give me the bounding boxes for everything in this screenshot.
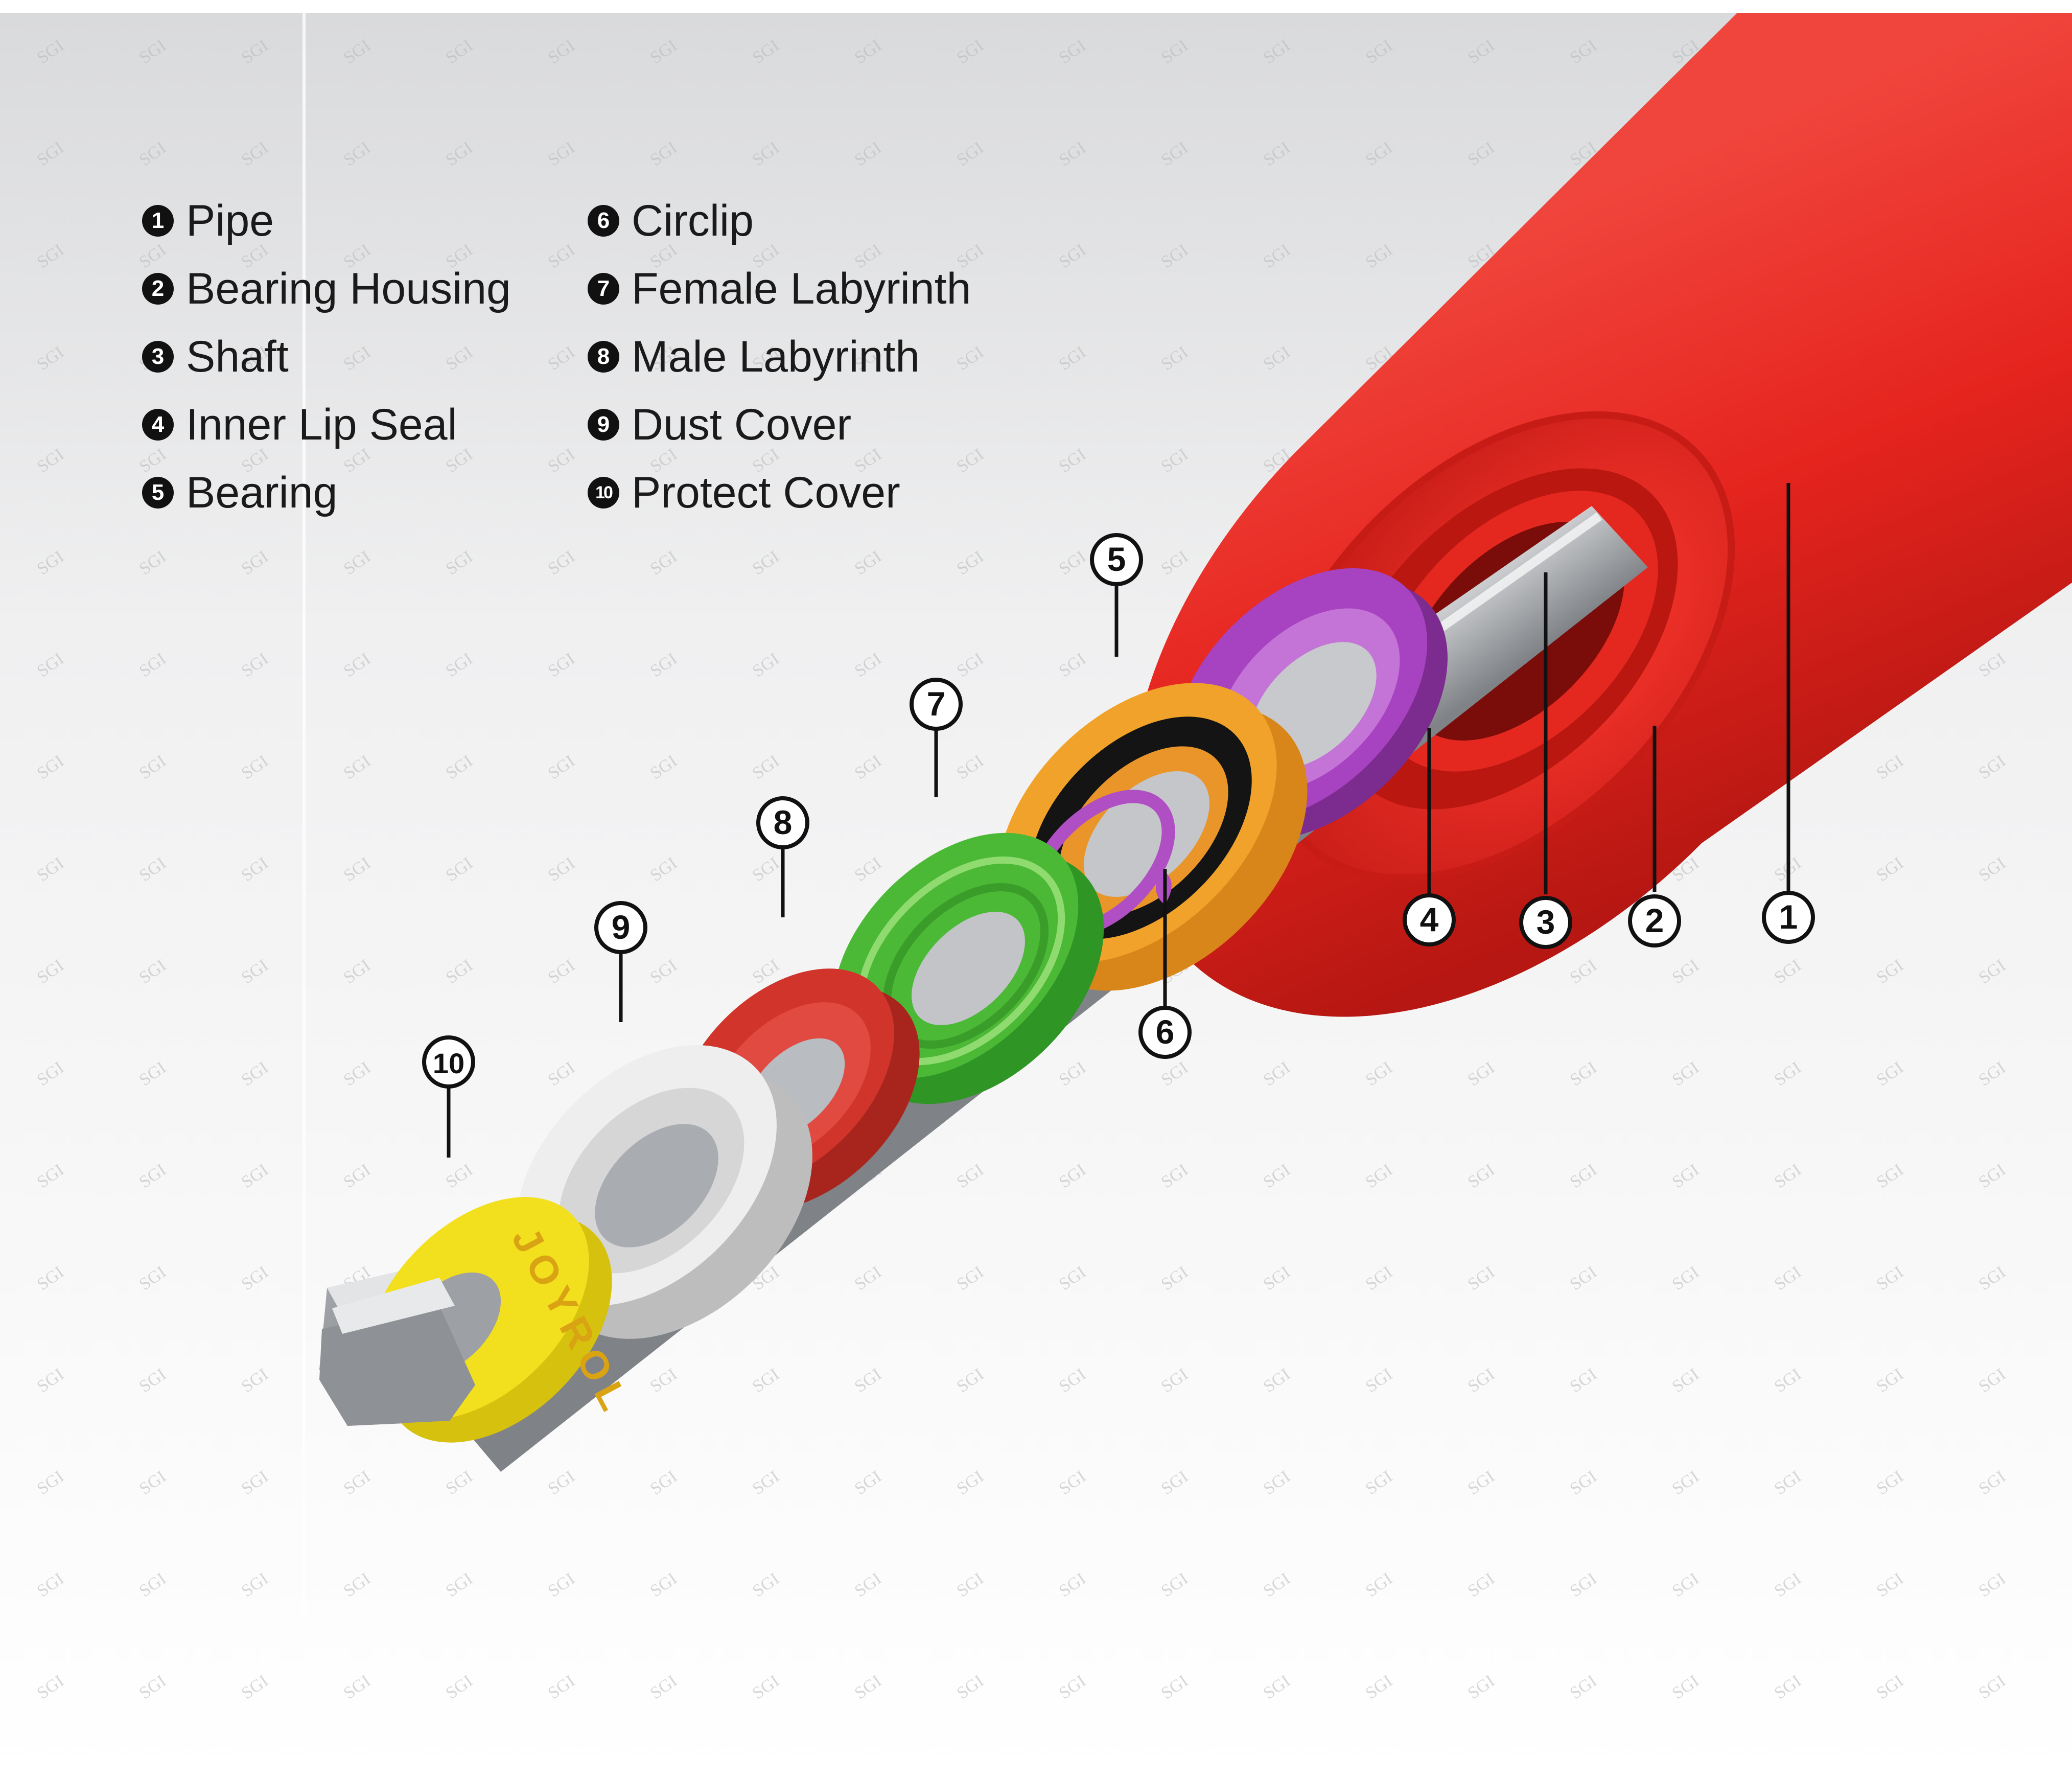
callout-circle bbox=[756, 796, 809, 849]
pipe-end-rim bbox=[1264, 411, 1735, 882]
legend-number: 1 bbox=[142, 205, 174, 237]
top-white-strip bbox=[0, 0, 2072, 13]
callout-number: 5 bbox=[1107, 540, 1126, 578]
legend-number: 2 bbox=[142, 273, 174, 305]
legend: 1 Pipe 2 Bearing Housing 3 Shaft 4 Inner… bbox=[0, 0, 2072, 562]
callout-10: 10 bbox=[422, 1035, 475, 1089]
legend-label: Protect Cover bbox=[632, 468, 900, 517]
callout-circle bbox=[594, 901, 647, 954]
callout-number: 6 bbox=[1156, 1013, 1175, 1051]
callout-circle bbox=[1519, 896, 1572, 949]
legend-item-dust-cover: 9 Dust Cover bbox=[588, 394, 851, 455]
legend-label: Dust Cover bbox=[632, 400, 852, 449]
legend-label: Pipe bbox=[186, 196, 274, 245]
dust-cover-bore bbox=[595, 1124, 718, 1247]
legend-label: Male Labyrinth bbox=[632, 332, 920, 381]
legend-number: 5 bbox=[142, 477, 174, 509]
callout-circle bbox=[910, 678, 963, 731]
legend-number: 3 bbox=[142, 341, 174, 373]
callout-number: 3 bbox=[1536, 903, 1555, 941]
legend-item-bearing-housing: 2 Bearing Housing bbox=[142, 258, 511, 319]
callout-8: 8 bbox=[756, 796, 809, 849]
female-labyrinth-bore bbox=[912, 912, 1025, 1025]
callout-circle bbox=[1762, 891, 1815, 944]
callout-9: 9 bbox=[594, 901, 647, 954]
shaft-end-top bbox=[332, 1278, 455, 1334]
legend-label: Shaft bbox=[186, 332, 289, 381]
legend-number: 6 bbox=[588, 205, 619, 237]
legend-number: 8 bbox=[588, 341, 619, 373]
callout-circle bbox=[1403, 893, 1456, 946]
shaft-end-front bbox=[319, 1306, 475, 1426]
callout-number: 4 bbox=[1420, 900, 1439, 938]
callout-leaders bbox=[447, 483, 1790, 1158]
legend-item-pipe: 1 Pipe bbox=[142, 190, 274, 251]
callout-circle bbox=[1090, 533, 1143, 586]
legend-item-shaft: 3 Shaft bbox=[142, 326, 289, 387]
callout-number: 2 bbox=[1645, 902, 1664, 939]
callout-circle bbox=[1138, 1006, 1192, 1059]
legend-item-male-labyrinth: 8 Male Labyrinth bbox=[588, 326, 920, 387]
callout-7: 7 bbox=[910, 678, 963, 731]
legend-item-bearing: 5 Bearing bbox=[142, 462, 337, 523]
callout-circle bbox=[422, 1035, 475, 1089]
callout-number: 9 bbox=[612, 908, 631, 946]
callout-6: 6 bbox=[1138, 1006, 1192, 1059]
legend-number: 7 bbox=[588, 273, 619, 305]
legend-number: 10 bbox=[588, 477, 619, 509]
legend-label: Female Labyrinth bbox=[632, 264, 971, 313]
legend-item-inner-lip-seal: 4 Inner Lip Seal bbox=[142, 394, 457, 455]
callout-5: 5 bbox=[1090, 533, 1143, 586]
legend-label: Bearing Housing bbox=[186, 264, 511, 313]
callout-circle bbox=[1628, 894, 1681, 948]
legend-item-protect-cover: 10 Protect Cover bbox=[588, 462, 900, 523]
callout-2: 2 bbox=[1628, 894, 1681, 948]
legend-label: Circlip bbox=[632, 196, 754, 245]
callout-1: 1 bbox=[1762, 891, 1815, 944]
callout-number: 10 bbox=[433, 1047, 464, 1079]
legend-number: 9 bbox=[588, 409, 619, 441]
callout-number: 7 bbox=[927, 685, 946, 723]
callout-number: 8 bbox=[774, 803, 793, 841]
callout-4: 4 bbox=[1403, 893, 1456, 946]
legend-label: Inner Lip Seal bbox=[186, 400, 457, 449]
legend-number: 4 bbox=[142, 409, 174, 441]
callout-number: 1 bbox=[1779, 898, 1798, 936]
legend-label: Bearing bbox=[186, 468, 338, 517]
callout-markers: 1 2 3 4 5 6 7 8 9 10 bbox=[422, 533, 1815, 1089]
legend-item-female-labyrinth: 7 Female Labyrinth bbox=[588, 258, 971, 319]
callout-3: 3 bbox=[1519, 896, 1572, 949]
legend-item-circlip: 6 Circlip bbox=[588, 190, 754, 251]
